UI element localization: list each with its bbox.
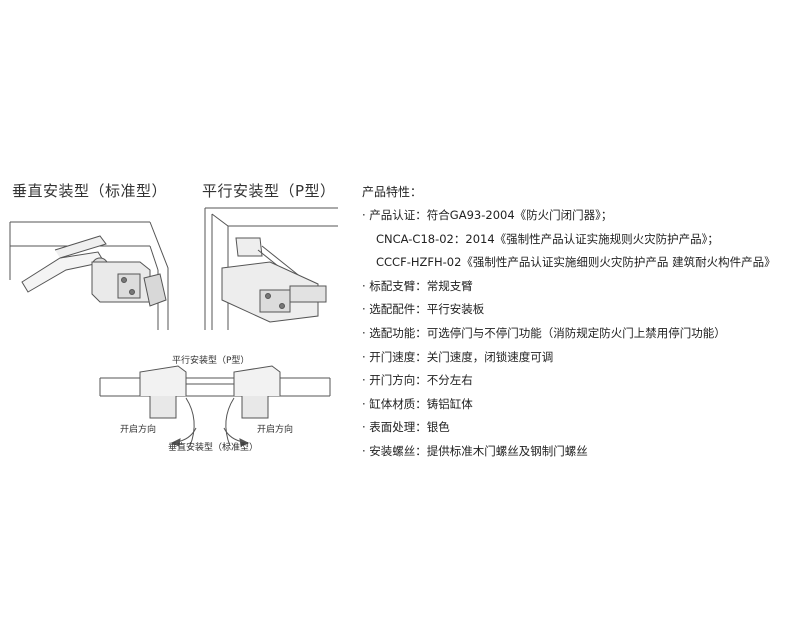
spec-item: · 产品认证：符合GA93-2004《防火门闭门器》； [362, 208, 613, 222]
specs-title: 产品特性： [362, 185, 423, 199]
left-open-direction-label: 开启方向 [120, 425, 157, 435]
spec-item: · 选配配件：平行安装板 [362, 302, 485, 317]
spec-item: · 开门方向：不分左右 [362, 373, 473, 388]
spec-item: · 开门速度：关门速度，闭锁速度可调 [362, 349, 554, 364]
spec-item: CNCA-C18-02：2014《强制性产品认证实施规则火灾防护产品》； [376, 231, 719, 246]
vertical-install-title: 垂直安装型（标准型） [12, 182, 168, 200]
spec-item: · 标配支臂：常规支臂 [362, 278, 473, 293]
spec-item: · 缸体材质：铸铝缸体 [362, 396, 473, 411]
right-open-direction-label: 开启方向 [257, 425, 294, 435]
spec-item: · 选配功能：可选停门与不停门功能（消防规定防火门上禁用停门功能） [362, 325, 726, 340]
spec-item: · 安装螺丝：提供标准木门螺丝及钢制门螺丝 [362, 443, 588, 458]
parallel-install-title: 平行安装型（P型） [202, 182, 336, 200]
top-view-parallel-label: 平行安装型（P型） [172, 356, 250, 366]
spec-item: · 表面处理：银色 [362, 420, 450, 435]
spec-item: CCCF-HZFH-02《强制性产品认证实施细则火灾防护产品 建筑耐火构件产品》 [376, 255, 776, 270]
top-view-vertical-label: 垂直安装型（标准型） [168, 443, 259, 453]
specs-list: · 产品认证：符合GA93-2004《防火门闭门器》； CNCA-C18-02：… [362, 204, 776, 464]
